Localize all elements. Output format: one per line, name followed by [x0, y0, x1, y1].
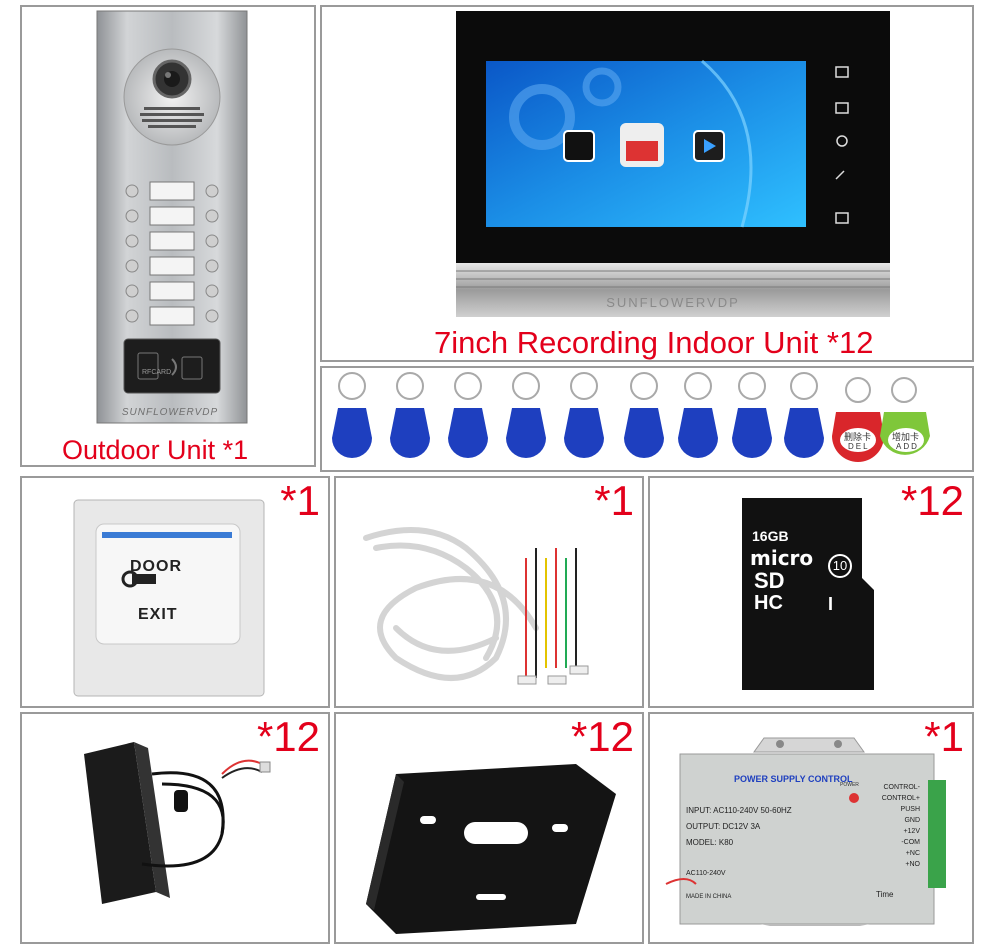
outdoor-unit-cell: RFCARD SUNFLOWERVDP Outdoor Unit *1 [20, 5, 316, 467]
cable-image [363, 527, 589, 685]
psu-terminal: -COM [901, 839, 920, 846]
bracket-qty: *12 [570, 713, 634, 760]
adapter-qty: *12 [256, 713, 320, 760]
add-tag-text: 增加卡 [892, 432, 920, 442]
indoor-unit-cell: SUNFLOWERVDP 7inch Recording Indoor Unit… [320, 5, 974, 362]
add-tag-sub: ADD [896, 442, 919, 451]
psu-terminal: +NO [905, 861, 920, 868]
power-supply-image [665, 737, 946, 926]
sdcard-cell: *12 16GB micro SD HC 10 I [648, 476, 974, 708]
indoor-monitor [456, 11, 890, 317]
adapter-cell: *12 [20, 712, 330, 944]
psu-terminal: +NC [905, 850, 920, 857]
sdcard-micro: micro [750, 546, 814, 570]
sdcard-class: 10 [828, 554, 852, 578]
bracket-image [366, 764, 616, 934]
psu-input: INPUT: AC110-240V 50-60HZ [686, 806, 792, 815]
outdoor-unit-caption: Outdoor Unit *1 [62, 435, 249, 465]
psu-time: Time [876, 890, 894, 899]
adapter-image [84, 742, 271, 904]
psu-terminal: CONTROL+ [881, 795, 920, 802]
bracket-cell: *12 [334, 712, 644, 944]
psu-power-led-label: POWER [840, 782, 859, 788]
psu-terminal: PUSH [900, 806, 920, 813]
exit-button-cell: *1 DOOR EXIT [20, 476, 330, 708]
outdoor-unit-panel [96, 10, 248, 424]
exit-button-image [73, 499, 265, 697]
sdcard-sd: SD [754, 568, 785, 593]
sdcard-capacity: 16GB [752, 528, 789, 544]
psu-ac: AC110-240V [686, 870, 726, 877]
exit-exit-text: EXIT [138, 606, 178, 623]
psu-model: MODEL: K80 [686, 838, 734, 847]
sdcard-hc: HC [754, 592, 783, 614]
psu-made-in-china: MADE IN CHINA [686, 894, 732, 900]
del-tag-sub: DEL [848, 442, 870, 451]
exit-button-qty: *1 [280, 477, 320, 524]
psu-terminal-list: CONTROL- CONTROL+ PUSH GND +12V -COM +NC… [850, 782, 920, 870]
indoor-unit-caption: 7inch Recording Indoor Unit *12 [434, 325, 874, 360]
psu-output: OUTPUT: DC12V 3A [686, 822, 761, 831]
psu-terminal: CONTROL- [883, 784, 920, 791]
sdcard-image [742, 498, 874, 690]
outdoor-rfcard-label: RFCARD [142, 369, 172, 376]
power-supply-qty: *1 [924, 713, 964, 760]
rfid-tags-cell: 删除卡 DEL 增加卡 ADD [320, 366, 974, 472]
sdcard-qty: *12 [900, 477, 964, 524]
psu-terminal: GND [904, 817, 920, 824]
exit-door-text: DOOR [130, 558, 182, 575]
sdcard-uhs: I [828, 594, 834, 614]
psu-terminal: +12V [903, 828, 920, 835]
indoor-brand: SUNFLOWERVDP [606, 295, 740, 310]
cable-cell: *1 [334, 476, 644, 708]
blue-tag-row [332, 372, 930, 462]
cable-qty: *1 [594, 477, 634, 524]
power-supply-cell: *1 POWER SUPPLY CONTROL POWER INPUT: AC1… [648, 712, 974, 944]
outdoor-brand: SUNFLOWERVDP [121, 407, 219, 418]
psu-title: POWER SUPPLY CONTROL [734, 774, 853, 784]
del-tag-text: 删除卡 [844, 432, 872, 442]
